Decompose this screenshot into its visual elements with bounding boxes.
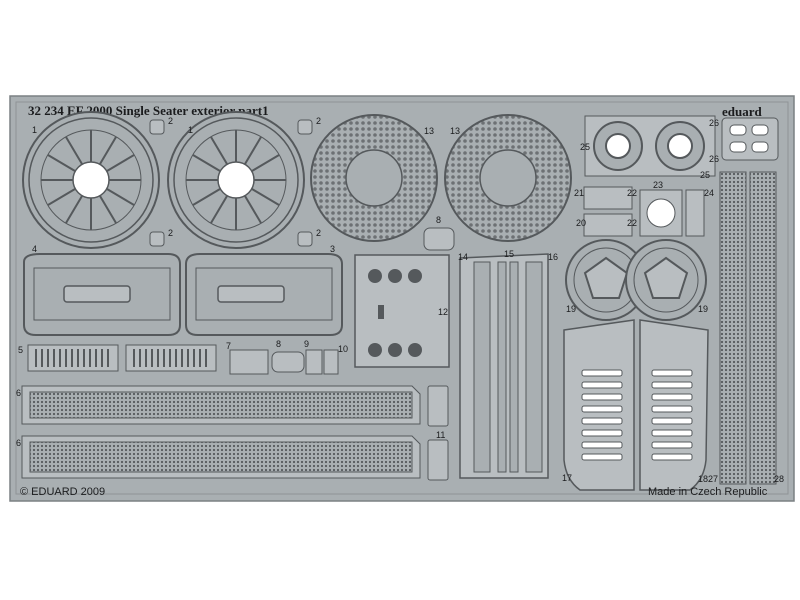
fret-inner-frame bbox=[15, 101, 789, 495]
small-part-2-group bbox=[149, 119, 313, 247]
part-label: 24 bbox=[704, 188, 714, 198]
small-parts-7-10 bbox=[229, 349, 339, 375]
part-label: 25 bbox=[700, 170, 710, 180]
mesh-disc-part-13-left bbox=[310, 114, 438, 242]
mesh-strips-part-6 bbox=[21, 385, 421, 479]
part-label: 1 bbox=[32, 125, 37, 135]
part-label: 15 bbox=[504, 249, 514, 259]
instrument-panel-part-12 bbox=[354, 254, 450, 368]
eduard-brand: eduard bbox=[722, 104, 763, 119]
part-label: 23 bbox=[653, 180, 663, 190]
part-label: 22 bbox=[627, 218, 637, 228]
part-label: 27 bbox=[708, 474, 718, 484]
part-label: 19 bbox=[698, 304, 708, 314]
part-label: 16 bbox=[548, 252, 558, 262]
part-label: 1 bbox=[188, 125, 193, 135]
part-label: 5 bbox=[18, 345, 23, 355]
part-8-small bbox=[423, 227, 455, 251]
small-parts-11 bbox=[427, 385, 449, 481]
part-label: 17 bbox=[562, 473, 572, 483]
part-label: 9 bbox=[304, 339, 309, 349]
part-label: 28 bbox=[774, 474, 784, 484]
part-label: 8 bbox=[276, 339, 281, 349]
wheel-part-1-left bbox=[22, 111, 160, 249]
part-label: 26 bbox=[709, 118, 719, 128]
origin-text: Made in Czech Republic bbox=[648, 486, 768, 498]
part-label: 22 bbox=[627, 188, 637, 198]
part-label: 2 bbox=[316, 116, 321, 126]
part-label: 3 bbox=[330, 244, 335, 254]
part-label: 13 bbox=[450, 126, 460, 136]
part-label: 8 bbox=[436, 215, 441, 225]
mesh-disc-part-13-right bbox=[444, 114, 572, 242]
part-label: 7 bbox=[226, 341, 231, 351]
part-26-plate bbox=[721, 117, 779, 161]
part-label: 13 bbox=[424, 126, 434, 136]
part-label: 12 bbox=[438, 307, 448, 317]
part-label: 19 bbox=[566, 304, 576, 314]
part-label: 6 bbox=[16, 438, 21, 448]
vertical-strips-parts-14-16 bbox=[459, 253, 549, 479]
wheel-part-1-right bbox=[167, 111, 305, 249]
part-label: 21 bbox=[574, 188, 584, 198]
perforated-strips-part-28 bbox=[719, 171, 777, 485]
pentagon-ring-part-19-left bbox=[565, 239, 647, 321]
grilles-part-5 bbox=[27, 344, 217, 372]
part-label: 2 bbox=[168, 116, 173, 126]
pentagon-ring-part-19-right bbox=[625, 239, 707, 321]
part-label: 25 bbox=[580, 142, 590, 152]
part-25-plate bbox=[584, 115, 716, 177]
vented-panels-part-17 bbox=[563, 319, 709, 491]
part-label: 26 bbox=[709, 154, 719, 164]
part-label: 10 bbox=[338, 344, 348, 354]
part-label: 2 bbox=[168, 228, 173, 238]
part-label: 18 bbox=[698, 474, 708, 484]
part-label: 6 bbox=[16, 388, 21, 398]
part-number-labels: 1 2 2 1 2 2 13 13 25 26 26 25 21 22 23 2… bbox=[16, 116, 784, 484]
part-label: 14 bbox=[458, 252, 468, 262]
part-label: 20 bbox=[576, 218, 586, 228]
part-label: 11 bbox=[436, 430, 445, 440]
panel-part-3 bbox=[185, 253, 343, 336]
part-label: 4 bbox=[32, 244, 37, 254]
copyright-text: © EDUARD 2009 bbox=[20, 486, 105, 498]
small-parts-20-24 bbox=[583, 186, 705, 237]
part-label: 2 bbox=[316, 228, 321, 238]
panel-part-4 bbox=[23, 253, 181, 336]
